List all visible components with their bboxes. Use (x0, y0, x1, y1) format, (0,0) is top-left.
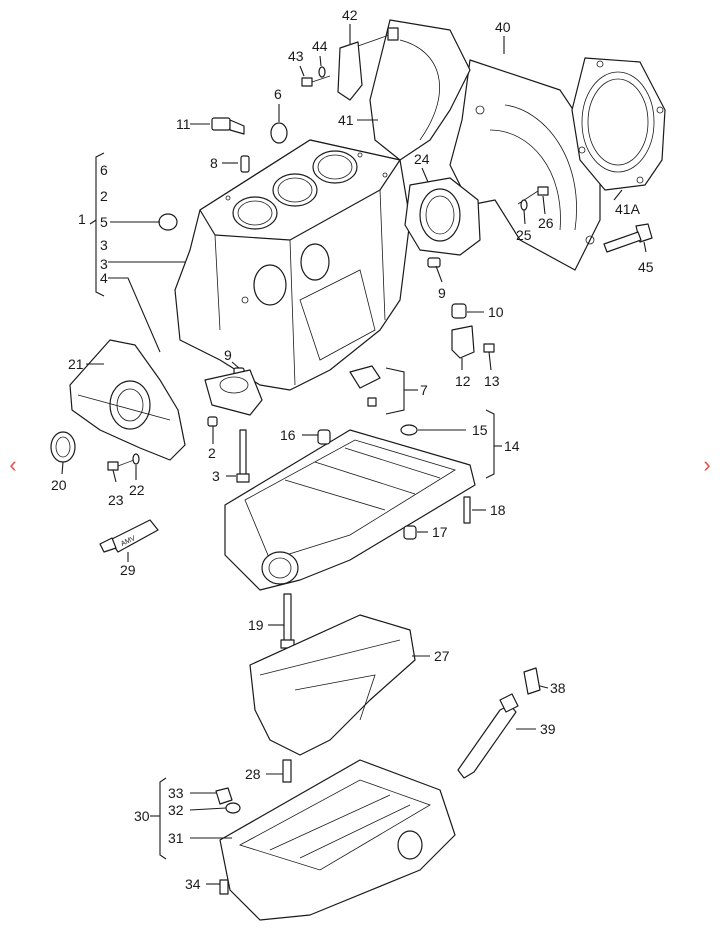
cap-bolt-3 (236, 429, 250, 483)
bolt-34 (219, 879, 229, 895)
callout-4: 4 (100, 270, 108, 286)
callout-26: 26 (538, 215, 554, 231)
callout-5: 5 (100, 214, 108, 230)
washer-44 (318, 66, 326, 78)
callout-32: 32 (168, 802, 184, 818)
callout-16: 16 (280, 427, 296, 443)
callout-39: 39 (540, 721, 556, 737)
sensor-bracket (337, 27, 399, 101)
callout-12: 12 (455, 373, 471, 389)
callout-19: 19 (248, 617, 264, 633)
callout-3b: 3 (100, 256, 108, 272)
seal-washer-32 (225, 802, 241, 814)
cover-gasket (369, 19, 471, 161)
bolt-28 (282, 759, 292, 783)
cylinder-block (174, 139, 411, 391)
callout-27: 27 (434, 648, 450, 664)
callout-23: 23 (108, 492, 124, 508)
callout-15: 15 (472, 422, 488, 438)
leader-lines (61, 24, 647, 885)
small-bolt-43 (301, 75, 331, 87)
callout-22: 22 (129, 482, 145, 498)
callout-11: 11 (176, 116, 191, 132)
callout-33: 33 (168, 785, 184, 801)
rear-cover-plate (449, 59, 601, 271)
callout-7: 7 (420, 382, 428, 398)
callout-6: 6 (100, 162, 108, 178)
callout-21: 21 (68, 356, 84, 372)
callout-28: 28 (245, 766, 261, 782)
bushing-10 (451, 303, 467, 319)
seal-ring-20 (50, 431, 76, 463)
callout-45: 45 (638, 259, 654, 275)
callout-29: 29 (120, 562, 136, 578)
chevron-right-icon[interactable]: › (703, 452, 711, 477)
bearing-shell-2 (207, 416, 218, 427)
callout-18: 18 (490, 502, 506, 518)
bearing-cap (204, 369, 263, 416)
callout-31: 31 (168, 830, 184, 846)
o-ring-15 (400, 424, 418, 436)
callout-10: 10 (488, 304, 504, 320)
sealant-tube-29: AMV (99, 519, 159, 553)
callout-41: 41 (338, 112, 354, 128)
plug-38 (523, 667, 541, 695)
callout-1: 1 (78, 211, 86, 227)
callout-30: 30 (134, 808, 150, 824)
callout-17: 17 (432, 524, 448, 540)
piston-cooling-jet-7 (349, 365, 381, 407)
callout-2b: 2 (208, 445, 216, 461)
oil-pressure-sender (211, 117, 245, 135)
o-ring-6 (270, 122, 288, 144)
callout-6b: 6 (274, 86, 282, 102)
crank-seal-flange (404, 177, 481, 256)
o-ring-5 (158, 213, 178, 231)
callout-42: 42 (342, 7, 358, 23)
drain-plug-33 (215, 787, 233, 805)
callout-43: 43 (288, 48, 304, 64)
callout-38: 38 (550, 680, 566, 696)
callout-25: 25 (516, 227, 532, 243)
callout-41a: 41A (615, 201, 641, 217)
callout-40: 40 (495, 19, 511, 35)
callout-34: 34 (185, 876, 201, 892)
dowel-sleeve-8 (240, 155, 250, 173)
bolt-19 (280, 593, 295, 649)
callout-20: 20 (51, 477, 67, 493)
callout-labels: 6 2 1 5 3 3 4 11 8 6 42 43 44 41 40 41A … (51, 7, 654, 892)
callout-2: 2 (100, 188, 108, 204)
callout-9-right: 9 (438, 285, 446, 301)
callout-13: 13 (484, 373, 500, 389)
chevron-left-icon[interactable]: ‹ (9, 452, 17, 477)
plug-9-right (427, 257, 441, 268)
callout-3: 3 (100, 237, 108, 253)
front-cover-oil-pump (69, 339, 186, 461)
callout-14: 14 (504, 438, 520, 454)
oil-baffle-27 (249, 614, 416, 756)
sleeve-17 (403, 525, 417, 540)
oil-spray-nozzle-12 (451, 325, 475, 359)
bolt-13 (483, 343, 495, 353)
callout-3c: 3 (212, 468, 220, 484)
bolt-23 (107, 459, 135, 471)
callout-24: 24 (414, 151, 430, 167)
upper-oil-sump (224, 429, 476, 591)
sleeve-16 (317, 429, 331, 445)
callout-8: 8 (210, 155, 218, 171)
washer-25 (520, 199, 528, 211)
callout-44: 44 (312, 38, 328, 54)
lower-oil-pan (219, 759, 456, 921)
rear-seal-flange (571, 57, 666, 191)
washer-22 (132, 453, 140, 465)
bolt-45 (603, 223, 653, 253)
dipstick-tube-39 (457, 693, 519, 779)
callout-9-left: 9 (224, 347, 232, 363)
bolt-18 (463, 496, 471, 524)
